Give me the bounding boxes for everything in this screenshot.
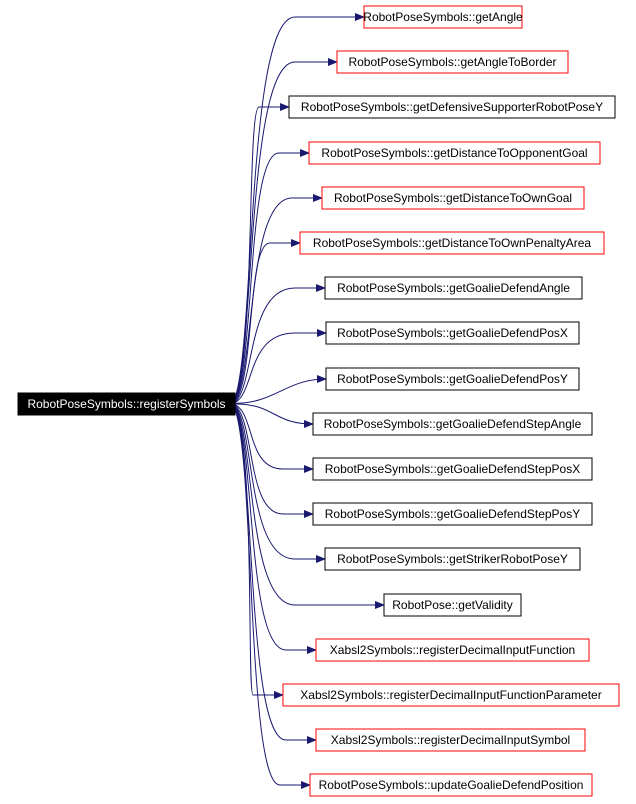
- call-edge: [234, 407, 284, 699]
- callee-node-label: RobotPoseSymbols::getGoalieDefendAngle: [337, 281, 570, 295]
- callee-node-box[interactable]: [309, 773, 593, 797]
- callee-node-label: RobotPoseSymbols::getGoalieDefendStepAng…: [324, 417, 582, 431]
- call-edge: [234, 375, 327, 404]
- callee-node-box: [288, 95, 616, 119]
- call-edge: [234, 58, 338, 399]
- call-edge: [234, 407, 317, 654]
- call-edge: [234, 13, 365, 399]
- callee-node-box[interactable]: [299, 231, 605, 255]
- callee-node-label: RobotPoseSymbols::getGoalieDefendPosY: [337, 372, 568, 386]
- callee-node[interactable]: RobotPoseSymbols::getDistanceToOpponentG…: [308, 141, 601, 165]
- call-edge: [234, 103, 290, 400]
- callee-node: RobotPose::getValidity: [383, 593, 522, 617]
- callee-node: RobotPoseSymbols::getGoalieDefendStepPos…: [312, 457, 593, 481]
- callee-node-box[interactable]: [282, 683, 620, 707]
- callee-node-label: RobotPoseSymbols::getGoalieDefendPosX: [337, 326, 568, 340]
- call-nodes: RobotPoseSymbols::registerSymbols RobotP…: [17, 5, 620, 797]
- root-node-label: RobotPoseSymbols::registerSymbols: [27, 397, 225, 411]
- callee-node-box[interactable]: [336, 50, 569, 74]
- callee-node-box[interactable]: [315, 638, 590, 662]
- callee-node-box[interactable]: [363, 5, 523, 29]
- callee-node: RobotPoseSymbols::getGoalieDefendStepAng…: [312, 412, 593, 436]
- call-edge: [234, 239, 301, 402]
- callee-node-label: RobotPose::getValidity: [392, 598, 513, 612]
- callee-node[interactable]: RobotPoseSymbols::getAngle: [363, 5, 523, 29]
- callee-node-box[interactable]: [308, 141, 601, 165]
- callee-node: RobotPoseSymbols::getStrikerRobotPoseY: [324, 547, 581, 571]
- call-edge: [234, 405, 326, 563]
- callee-node-box: [383, 593, 522, 617]
- callee-node: RobotPoseSymbols::getGoalieDefendAngle: [324, 276, 583, 300]
- callee-node-box: [324, 547, 581, 571]
- callee-node[interactable]: Xabsl2Symbols::registerDecimalInputFunct…: [282, 683, 620, 707]
- callee-node-box: [312, 412, 593, 436]
- callee-node-box: [312, 457, 593, 481]
- call-edge: [234, 406, 385, 609]
- callee-node[interactable]: Xabsl2Symbols::registerDecimalInputFunct…: [315, 638, 590, 662]
- callee-node-label: RobotPoseSymbols::getAngle: [363, 10, 523, 24]
- callee-node-label: RobotPoseSymbols::getAngleToBorder: [348, 55, 556, 69]
- callee-node: RobotPoseSymbols::getDefensiveSupporterR…: [288, 95, 616, 119]
- root-node: RobotPoseSymbols::registerSymbols: [17, 392, 236, 416]
- callee-node[interactable]: RobotPoseSymbols::getDistanceToOwnGoal: [321, 186, 585, 210]
- callee-node[interactable]: RobotPoseSymbols::updateGoalieDefendPosi…: [309, 773, 593, 797]
- callee-node: RobotPoseSymbols::getGoalieDefendStepPos…: [312, 502, 593, 526]
- callee-node: RobotPoseSymbols::getGoalieDefendPosY: [325, 367, 580, 391]
- callee-node-label: RobotPoseSymbols::getDistanceToOpponentG…: [321, 146, 587, 160]
- callee-node-label: RobotPoseSymbols::getDefensiveSupporterR…: [301, 100, 603, 114]
- call-edge: [234, 404, 314, 473]
- callee-node-box[interactable]: [321, 186, 585, 210]
- callee-node-box: [325, 321, 580, 345]
- callee-node-label: RobotPoseSymbols::getStrikerRobotPoseY: [337, 552, 568, 566]
- callee-node-box[interactable]: [315, 728, 586, 752]
- call-edge: [234, 329, 327, 404]
- callee-node: RobotPoseSymbols::getGoalieDefendPosX: [325, 321, 580, 345]
- call-edge: [234, 409, 311, 789]
- callee-node-label: RobotPoseSymbols::getGoalieDefendStepPos…: [325, 507, 581, 521]
- callee-node-box: [324, 276, 583, 300]
- callee-node[interactable]: Xabsl2Symbols::registerDecimalInputSymbo…: [315, 728, 586, 752]
- call-edge: [234, 403, 314, 428]
- callee-node-box: [325, 367, 580, 391]
- callee-node[interactable]: RobotPoseSymbols::getAngleToBorder: [336, 50, 569, 74]
- callee-node-label: Xabsl2Symbols::registerDecimalInputFunct…: [330, 643, 575, 657]
- callee-node-label: RobotPoseSymbols::getDistanceToOwnGoal: [334, 191, 572, 205]
- root-node-box: [17, 392, 236, 416]
- callee-node-label: Xabsl2Symbols::registerDecimalInputSymbo…: [331, 733, 570, 747]
- callee-node[interactable]: RobotPoseSymbols::getDistanceToOwnPenalt…: [299, 231, 605, 255]
- call-edge: [234, 284, 326, 403]
- callee-node-label: Xabsl2Symbols::registerDecimalInputFunct…: [300, 688, 601, 702]
- call-edge: [234, 404, 314, 518]
- call-edge: [234, 149, 310, 401]
- callee-node-label: RobotPoseSymbols::getGoalieDefendStepPos…: [325, 462, 581, 476]
- call-edges: [234, 13, 385, 789]
- callee-node-label: RobotPoseSymbols::getDistanceToOwnPenalt…: [313, 236, 591, 250]
- call-edge: [234, 408, 317, 744]
- callee-node-box: [312, 502, 593, 526]
- callee-node-label: RobotPoseSymbols::updateGoalieDefendPosi…: [319, 778, 584, 792]
